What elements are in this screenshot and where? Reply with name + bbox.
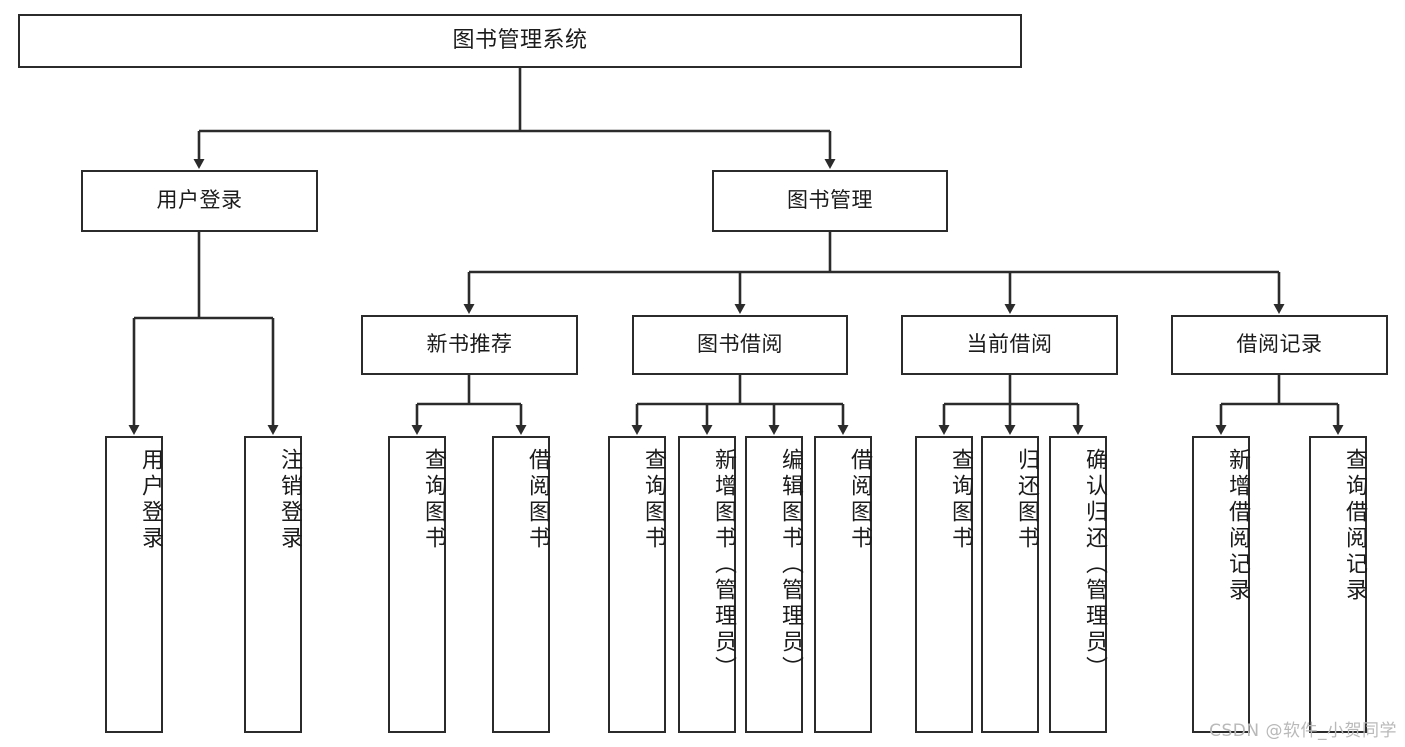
node-leaf-confirm-return-label: 确认归还（管理员） xyxy=(1082,448,1107,682)
node-book-manage-label: 图书管理 xyxy=(787,188,873,213)
node-leaf-query-book-2-label: 查询图书 xyxy=(641,448,666,552)
node-root[interactable]: 图书管理系统 xyxy=(18,14,1022,68)
node-borrow-record[interactable]: 借阅记录 xyxy=(1171,315,1388,375)
node-leaf-query-book-3-label: 查询图书 xyxy=(948,448,973,552)
node-book-borrow-label: 图书借阅 xyxy=(697,332,783,357)
node-user-login-label: 用户登录 xyxy=(156,188,243,213)
node-leaf-query-book-1-label: 查询图书 xyxy=(421,448,446,552)
node-leaf-query-record-label: 查询借阅记录 xyxy=(1342,448,1367,604)
node-leaf-add-book[interactable]: 新增图书（管理员） xyxy=(678,436,736,733)
node-leaf-return-book[interactable]: 归还图书 xyxy=(981,436,1039,733)
node-leaf-borrow-book-1[interactable]: 借阅图书 xyxy=(492,436,550,733)
node-leaf-user-login-label: 用户登录 xyxy=(138,448,163,552)
node-leaf-user-login[interactable]: 用户登录 xyxy=(105,436,163,733)
node-leaf-confirm-return[interactable]: 确认归还（管理员） xyxy=(1049,436,1107,733)
node-leaf-borrow-book-2-label: 借阅图书 xyxy=(847,448,872,552)
node-leaf-query-book-1[interactable]: 查询图书 xyxy=(388,436,446,733)
node-leaf-logout[interactable]: 注销登录 xyxy=(244,436,302,733)
node-new-book-recommend[interactable]: 新书推荐 xyxy=(361,315,578,375)
node-user-login[interactable]: 用户登录 xyxy=(81,170,318,232)
node-root-label: 图书管理系统 xyxy=(452,27,588,53)
node-new-book-recommend-label: 新书推荐 xyxy=(426,332,513,357)
node-leaf-edit-book[interactable]: 编辑图书（管理员） xyxy=(745,436,803,733)
node-leaf-borrow-book-2[interactable]: 借阅图书 xyxy=(814,436,872,733)
node-leaf-query-record[interactable]: 查询借阅记录 xyxy=(1309,436,1367,733)
node-leaf-add-record[interactable]: 新增借阅记录 xyxy=(1192,436,1250,733)
node-current-borrow[interactable]: 当前借阅 xyxy=(901,315,1118,375)
node-leaf-logout-label: 注销登录 xyxy=(277,448,302,552)
node-leaf-query-book-3[interactable]: 查询图书 xyxy=(915,436,973,733)
node-book-manage[interactable]: 图书管理 xyxy=(712,170,948,232)
node-current-borrow-label: 当前借阅 xyxy=(966,332,1053,357)
node-borrow-record-label: 借阅记录 xyxy=(1236,332,1323,357)
node-leaf-query-book-2[interactable]: 查询图书 xyxy=(608,436,666,733)
node-leaf-add-record-label: 新增借阅记录 xyxy=(1225,448,1250,604)
node-leaf-edit-book-label: 编辑图书（管理员） xyxy=(778,448,803,682)
node-leaf-add-book-label: 新增图书（管理员） xyxy=(711,448,736,682)
node-leaf-return-book-label: 归还图书 xyxy=(1014,448,1039,552)
node-book-borrow[interactable]: 图书借阅 xyxy=(632,315,848,375)
node-leaf-borrow-book-1-label: 借阅图书 xyxy=(525,448,550,552)
